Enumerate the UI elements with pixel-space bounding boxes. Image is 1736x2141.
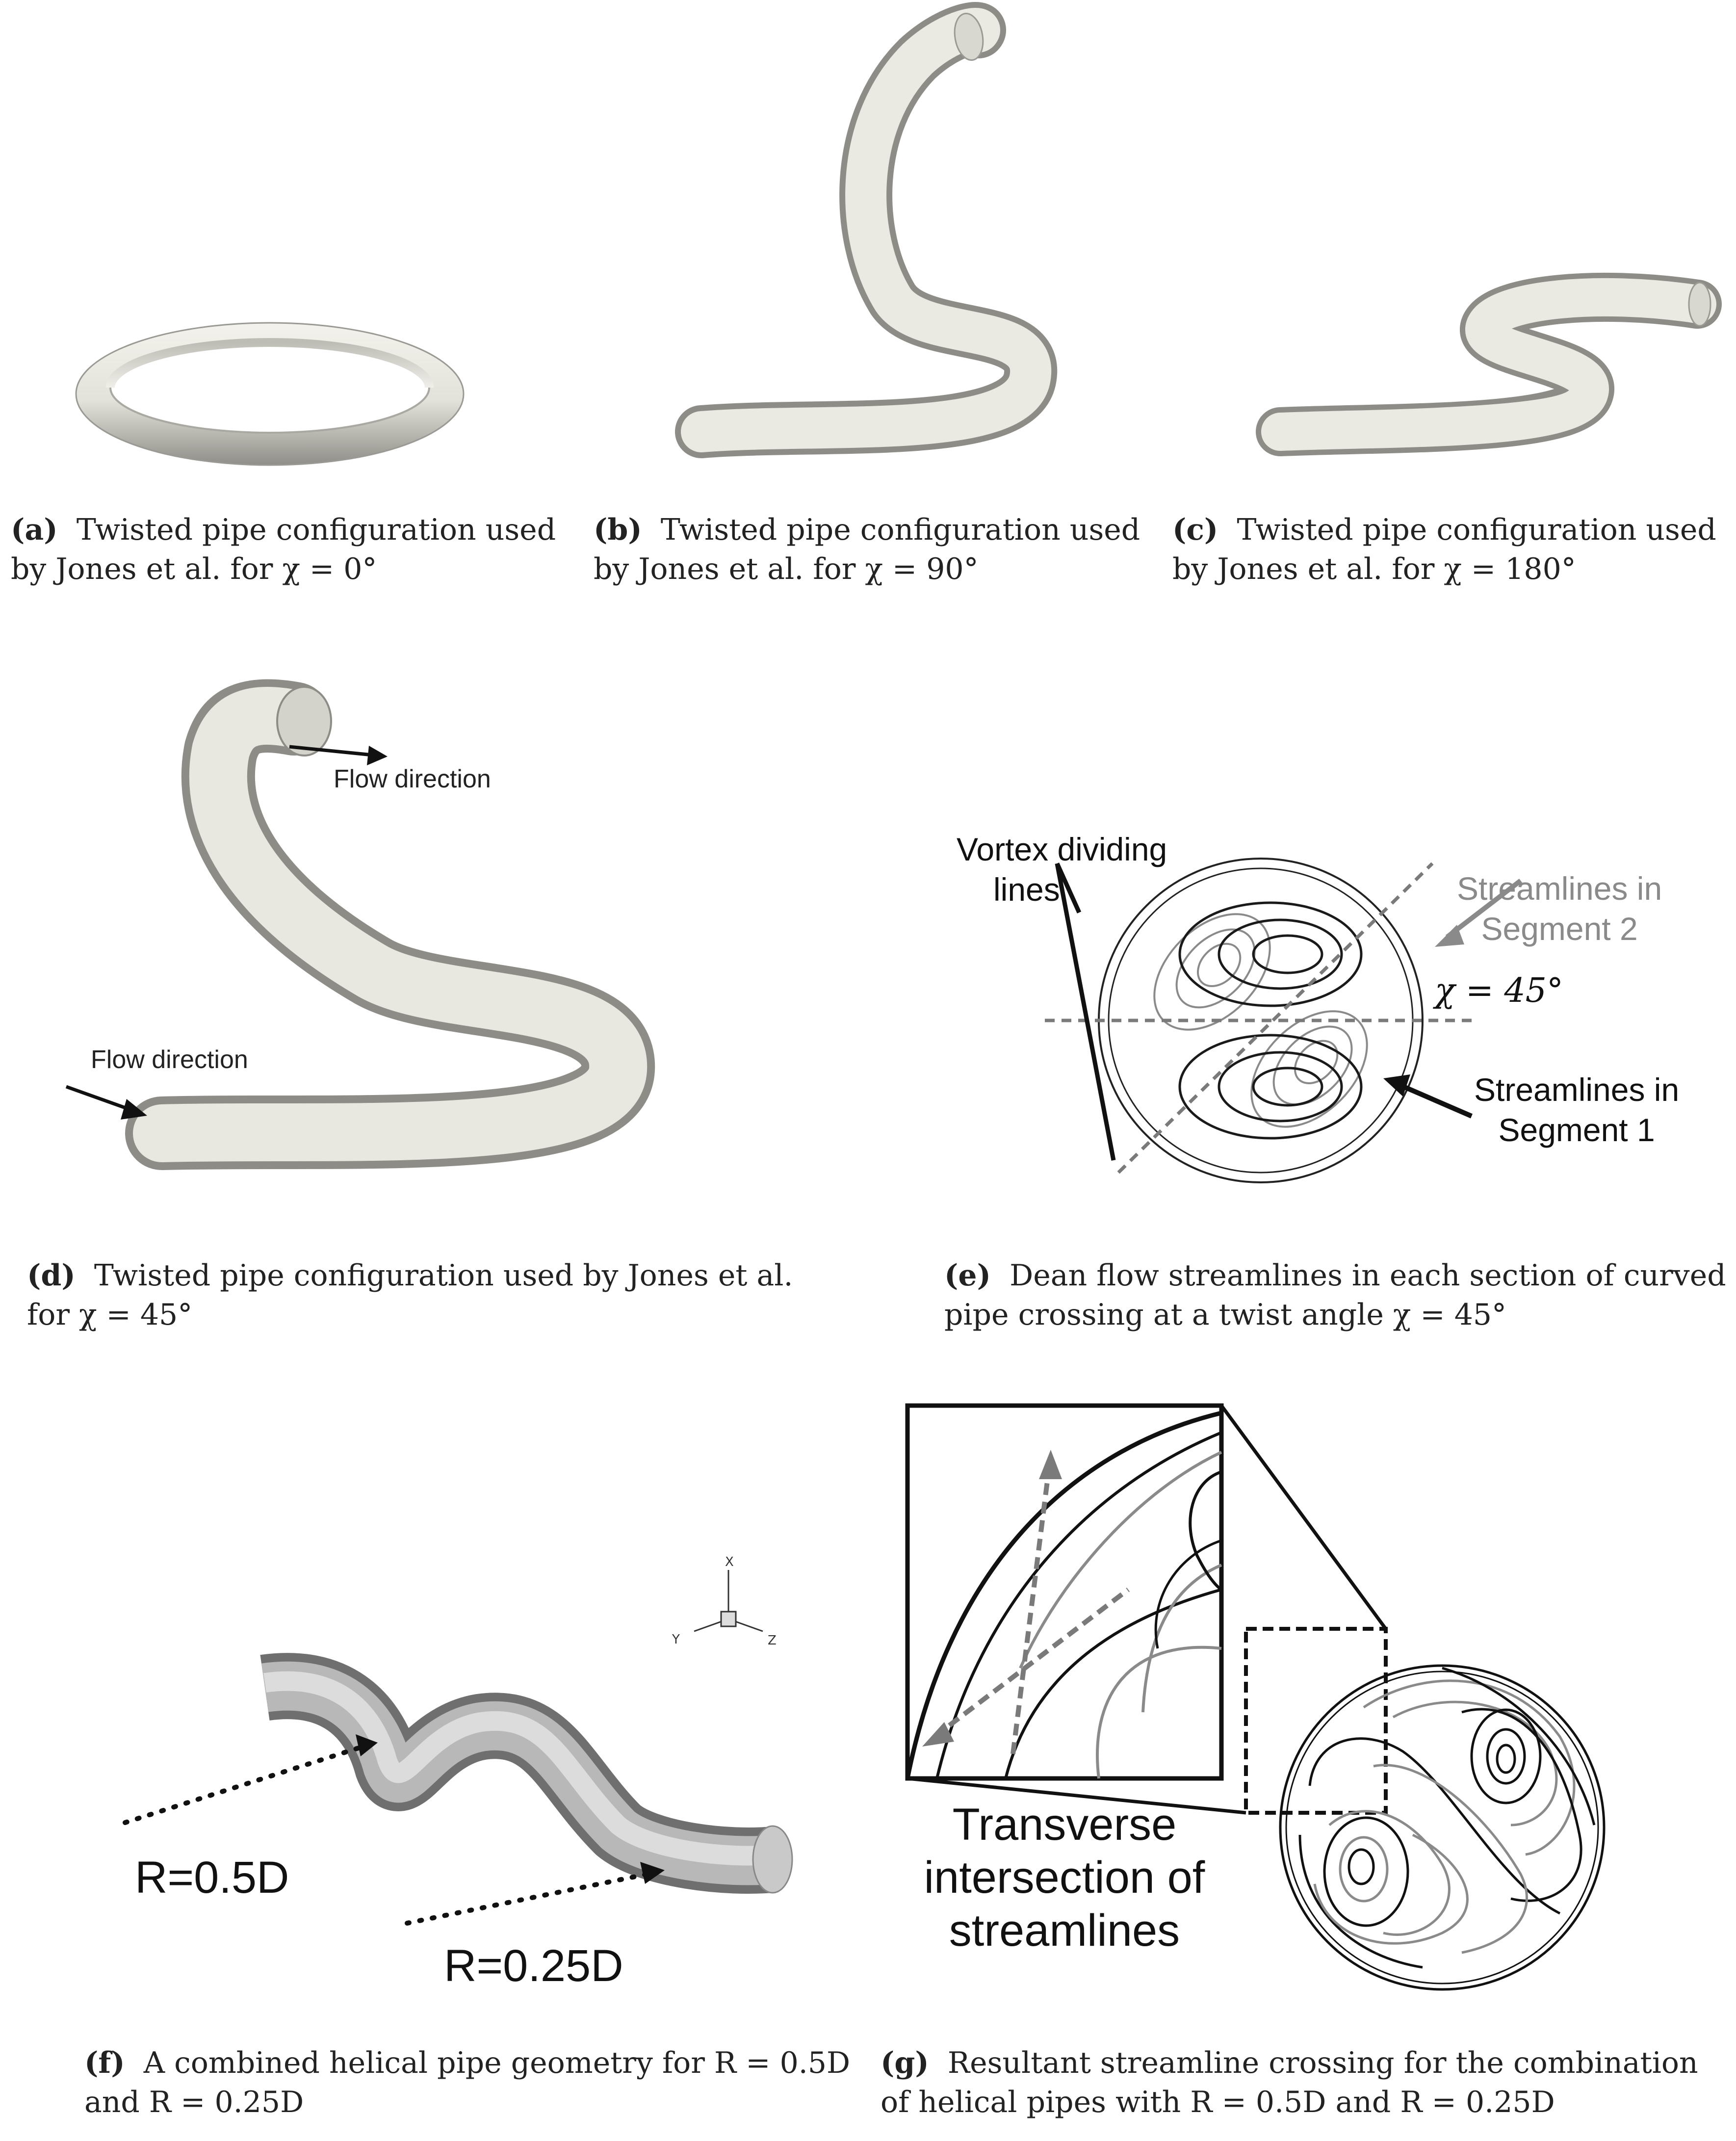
arrow-r-025d [405, 1862, 665, 1926]
panel-b: (b) Twisted pipe configuration used by J… [579, 0, 1158, 628]
segment-1-arrow [1383, 1074, 1473, 1119]
caption-d: (d) Twisted pipe configuration used by J… [27, 1258, 793, 1332]
flow-arrow-bottom [65, 1085, 147, 1120]
torus-pipe-illustration [75, 322, 465, 466]
caption-f: (f) A combined helical pipe geometry for… [84, 2046, 851, 2119]
panel-d: Flow direction Flow direction (d) Twiste… [0, 677, 883, 1374]
flow-arrow-top [289, 745, 388, 765]
flow-direction-bottom-label: Flow direction [91, 1045, 248, 1074]
flow-direction-top-label: Flow direction [334, 765, 491, 793]
spiral-pipe-illustration [675, 2, 1058, 458]
panel-c: (c) Twisted pipe configuration used by J… [1158, 0, 1736, 628]
axis-z-label: Z [768, 1633, 777, 1648]
axis-triad [694, 1570, 763, 1632]
segment-1-label: Streamlines in Segment 1 [1474, 1071, 1680, 1148]
caption-g: (g) Resultant streamline crossing for th… [881, 2046, 1698, 2119]
segment-2-arrow [1435, 879, 1523, 947]
axis-x-label: X [725, 1555, 734, 1569]
segment-1-streamlines [1178, 901, 1363, 1140]
zoom-source-box [1244, 1627, 1388, 1815]
chi-angle-label: χ = 45° [1435, 971, 1563, 1010]
r-025d-label: R=0.25D [444, 1941, 623, 1991]
panel-f: X Y Z R=0.5D R=0.25D (f) A combined heli… [0, 1393, 873, 2141]
streamline-crossing-diagram [905, 1403, 1606, 1991]
vortex-label: Vortex dividing lines [957, 831, 1167, 908]
panel-a: (a) Twisted pipe configuration used by J… [0, 0, 579, 628]
diagonal-dividing-line [1117, 862, 1434, 1174]
transverse-intersection-label: Transverse intersection of streamlines [924, 1800, 1205, 1956]
caption-a: (a) Twisted pipe configuration used by J… [11, 513, 556, 586]
panel-e: Vortex dividing lines Streamlines in Seg… [883, 677, 1736, 1374]
arrow-r-05d [123, 1734, 378, 1825]
segment-2-label: Streamlines in Segment 2 [1457, 870, 1662, 947]
caption-b: (b) Twisted pipe configuration used by J… [594, 513, 1140, 586]
caption-e: (e) Dean flow streamlines in each sectio… [944, 1258, 1726, 1332]
s-shaped-pipe-illustration [1256, 272, 1722, 456]
helical-pipe-illustration: X Y Z [123, 1555, 793, 1926]
r-05d-label: R=0.5D [135, 1853, 289, 1903]
zoom-inset-content [905, 1410, 1222, 1779]
twisted-pipe-illustration [65, 679, 655, 1170]
panel-g: Transverse intersection of streamlines (… [873, 1393, 1736, 2141]
caption-c: (c) Twisted pipe configuration used by J… [1172, 513, 1716, 586]
axis-y-label: Y [672, 1632, 680, 1647]
combined-streamlines [1298, 1667, 1596, 1969]
dean-flow-streamlines-diagram [1045, 858, 1523, 1183]
